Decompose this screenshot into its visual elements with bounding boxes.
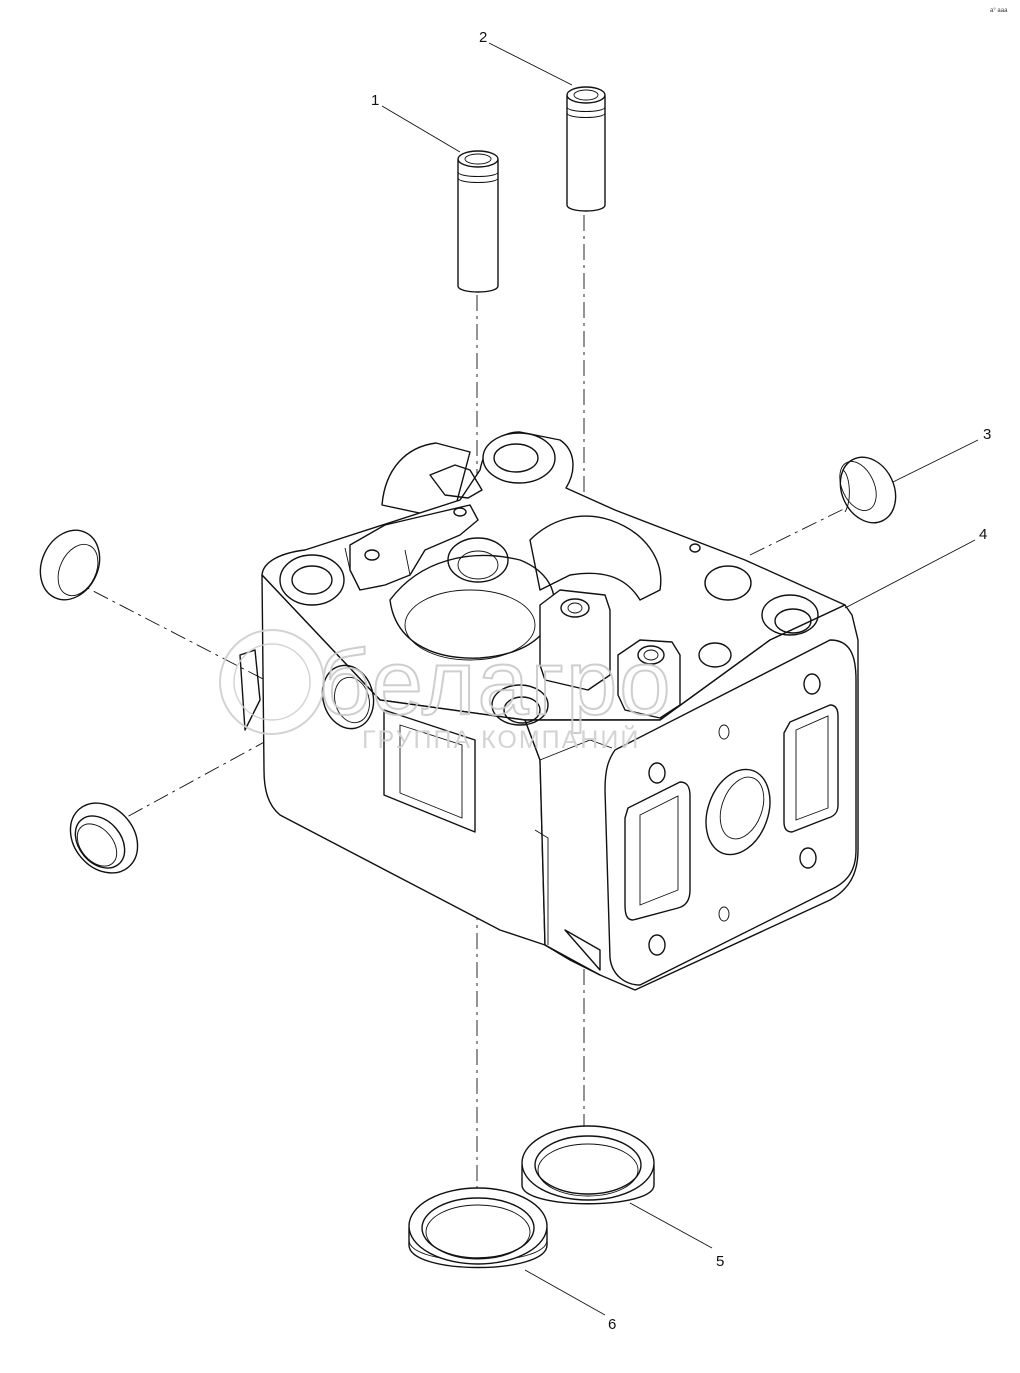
- callout-leaders: [381, 42, 979, 1316]
- part-5-valve-seat: [521, 1125, 655, 1205]
- cylinder-head: [239, 431, 859, 991]
- left-plug-upper: [39, 529, 101, 601]
- part-3-plug: [839, 456, 897, 524]
- callout-3: 3: [983, 426, 991, 443]
- part-2-valve-guide: [566, 86, 606, 212]
- callouts: 1 2 3 4 5 6: [371, 29, 991, 1333]
- watermark: белагро ГРУППА КОМПАНИЙ: [219, 629, 673, 754]
- callout-2: 2: [479, 29, 487, 46]
- part-1-valve-guide: [457, 150, 499, 293]
- callout-6: 6: [608, 1316, 616, 1333]
- watermark-subtitle: ГРУППА КОМПАНИЙ: [362, 724, 640, 754]
- part-6-valve-seat: [408, 1187, 548, 1269]
- callout-5: 5: [716, 1253, 724, 1270]
- watermark-brand: белагро: [318, 632, 673, 734]
- corner-mark: a° aaa: [990, 8, 1008, 14]
- left-plug-lower: [69, 802, 139, 874]
- callout-4: 4: [979, 526, 987, 543]
- callout-1: 1: [371, 92, 379, 109]
